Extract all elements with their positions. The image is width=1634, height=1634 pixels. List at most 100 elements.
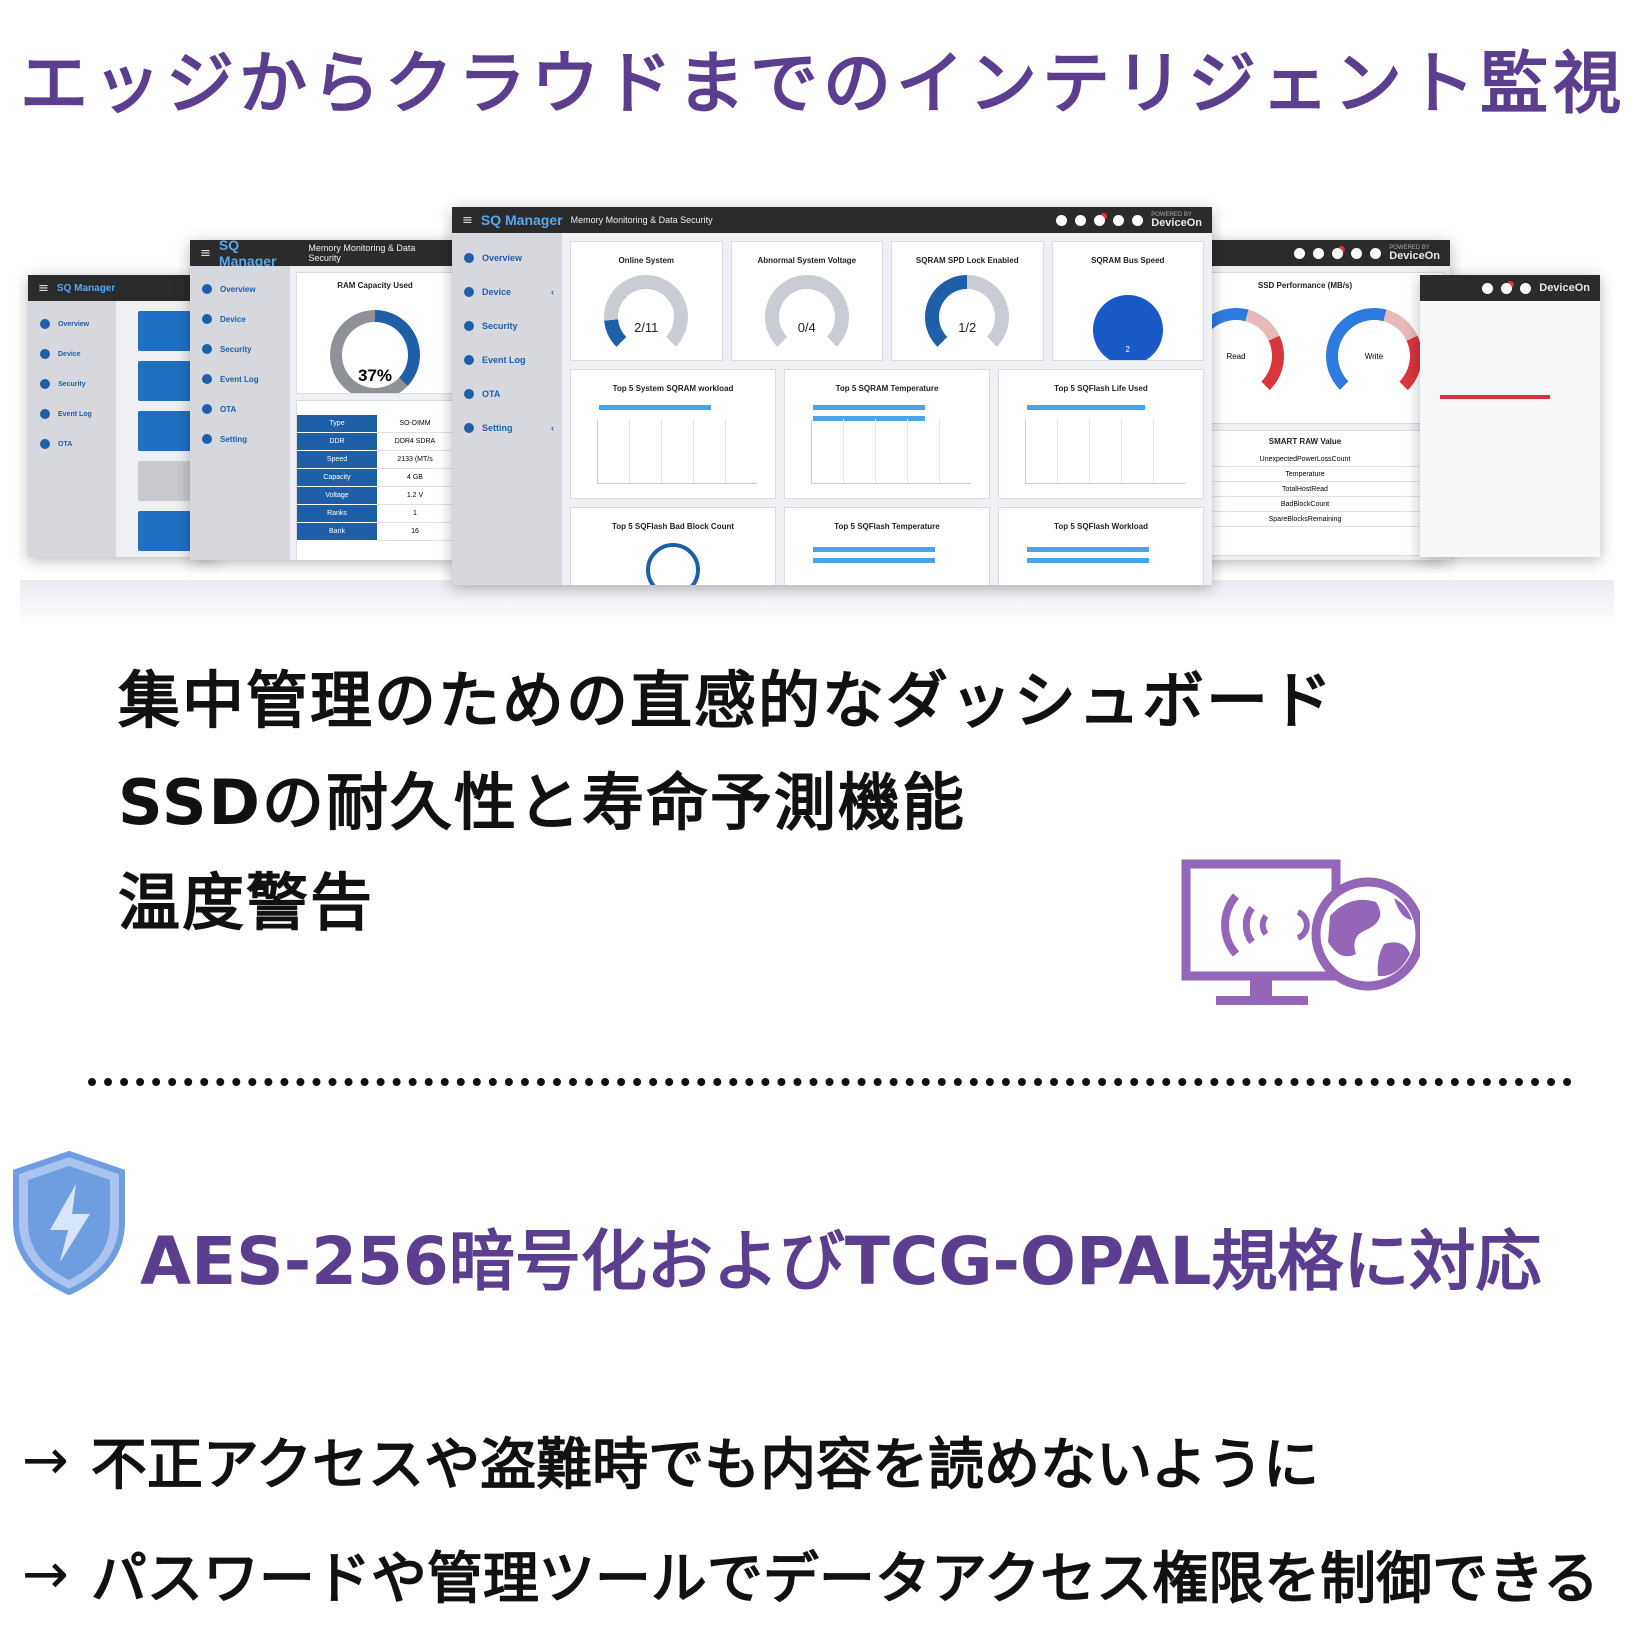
chart-card[interactable]: Top 5 SQFlash Workload — [998, 507, 1204, 585]
deviceon-logo: DeviceOn — [1539, 282, 1590, 294]
online-gauge — [604, 275, 689, 359]
nav-overview[interactable]: Overview — [28, 309, 116, 339]
chart-card[interactable]: Top 5 SQFlash Temperature — [784, 507, 990, 585]
nav-event-log[interactable]: Event Log — [28, 399, 116, 429]
screen-far-right: DeviceOn — [1420, 275, 1600, 557]
monitor-icon[interactable] — [1075, 214, 1087, 226]
nav-label: Security — [482, 321, 518, 331]
smart-row: SpareBlocksRemaining — [1167, 512, 1443, 527]
monitor-icon[interactable] — [1482, 282, 1494, 294]
refresh-icon — [202, 404, 212, 414]
nav-ota[interactable]: OTA — [190, 394, 290, 424]
monitor-icon[interactable] — [1313, 247, 1325, 259]
smart-row: UnexpectedPowerLossCount — [1167, 452, 1443, 467]
write-speedometer — [1326, 308, 1422, 404]
remote-monitor-globe-icon — [1181, 859, 1420, 1005]
globe-icon[interactable] — [1113, 214, 1125, 226]
spec-value: 16 — [377, 523, 453, 541]
nav-ota[interactable]: OTA — [28, 429, 116, 459]
spec-value: 2133 (MT/s — [377, 451, 453, 469]
screen-topbar: ≡ SQ Manager Memory Monitoring & Data Se… — [190, 240, 460, 269]
nav-label: Event Log — [58, 410, 92, 418]
abnormal-voltage-card[interactable]: Abnormal System Voltage 0/4 — [730, 241, 883, 361]
shield-icon — [464, 321, 474, 331]
spec-value: DDR4 SDRA — [377, 433, 453, 451]
chevron-left-icon: ‹ — [551, 287, 554, 297]
smart-attribute: SpareBlocksRemaining — [1167, 512, 1443, 527]
nav-security[interactable]: Security — [28, 369, 116, 399]
card-title: SQRAM Bus Speed — [1091, 256, 1165, 265]
chart-title: Top 5 SQFlash Life Used — [1054, 384, 1148, 393]
nav-overview[interactable]: Overview — [452, 241, 562, 275]
bus-speed-card[interactable]: SQRAM Bus Speed 2 — [1051, 241, 1204, 361]
screen-topbar: ≡ SQ Manager — [28, 275, 218, 301]
chart-bar — [813, 416, 926, 421]
chart-card[interactable]: Top 5 System SQRAM workload — [570, 369, 776, 499]
nav-security[interactable]: Security — [452, 309, 562, 343]
overview-icon — [464, 253, 474, 263]
bell-icon[interactable] — [1332, 247, 1344, 259]
nav-security[interactable]: Security — [190, 334, 290, 364]
nav-device[interactable]: Device — [190, 304, 290, 334]
audio-tile[interactable] — [138, 411, 196, 451]
screen-topbar: DeviceOn — [1420, 275, 1600, 301]
dotted-divider — [88, 1078, 1572, 1086]
write-label: Write — [1364, 352, 1384, 361]
globe-icon[interactable] — [1351, 247, 1363, 259]
shield-icon — [202, 344, 212, 354]
chart-bar — [1027, 405, 1146, 410]
screen-center: ≡ SQ Manager Memory Monitoring & Data Se… — [452, 207, 1212, 585]
nav-event-log[interactable]: Event Log — [452, 343, 562, 377]
brand-logo: SQ Manager — [56, 282, 116, 294]
nav-label: Device — [58, 350, 81, 358]
nav-label: Event Log — [482, 355, 526, 365]
spd-lock-card[interactable]: SQRAM SPD Lock Enabled 1/2 — [891, 241, 1044, 361]
nav-overview[interactable]: Overview — [190, 274, 290, 304]
online-system-card[interactable]: Online System 2/11 — [570, 241, 723, 361]
spec-value: 4 GB — [377, 469, 453, 487]
dashboard-icon[interactable] — [1056, 214, 1068, 226]
calendar-icon — [202, 374, 212, 384]
chart-card[interactable]: Top 5 SQRAM Temperature — [784, 369, 990, 499]
card-title: Abnormal System Voltage — [757, 256, 857, 265]
nav-label: Setting — [482, 423, 513, 433]
dashboard-icon[interactable] — [1294, 247, 1306, 259]
camera-tile[interactable] — [138, 311, 196, 351]
ram-ring: 37% — [330, 310, 420, 393]
nav-event-log[interactable]: Event Log — [190, 364, 290, 394]
feature-ssd-lifetime: SSDの耐久性と寿命予測機能 — [118, 766, 966, 839]
screen-far-left: ≡ SQ Manager Overview Device Security Ev… — [28, 275, 218, 557]
tile-column — [116, 301, 218, 557]
calendar-icon — [40, 409, 50, 419]
spd-gauge — [925, 275, 1010, 359]
nav-device[interactable]: Device‹ — [452, 275, 562, 309]
user-icon[interactable] — [1520, 282, 1532, 294]
arrow-right-icon: → — [22, 1428, 69, 1493]
nav-label: OTA — [58, 440, 73, 448]
menu-icon: ≡ — [200, 245, 211, 261]
ram-percent: 37% — [357, 366, 393, 385]
brand-subtitle: Memory Monitoring & Data Security — [570, 215, 713, 225]
brand-subtitle: Memory Monitoring & Data Security — [308, 243, 416, 263]
powered-by-label: POWERED BY — [1151, 211, 1192, 218]
menu-icon[interactable]: ≡ — [462, 212, 473, 228]
nav-ota[interactable]: OTA — [452, 377, 562, 411]
nav-setting[interactable]: Setting — [190, 424, 290, 454]
keyboard-tile[interactable] — [138, 461, 196, 501]
nav-device[interactable]: Device — [28, 339, 116, 369]
user-icon[interactable] — [1370, 247, 1382, 259]
overview-icon — [40, 319, 50, 329]
chart-card[interactable]: Top 5 SQFlash Bad Block Count — [570, 507, 776, 585]
touch-tile[interactable] — [138, 511, 196, 551]
nav-setting[interactable]: Setting‹ — [452, 411, 562, 445]
write-gauge: Write — [1319, 290, 1429, 404]
bell-icon[interactable] — [1501, 282, 1513, 294]
user-icon[interactable] — [1132, 214, 1144, 226]
threshold-slider[interactable] — [1440, 395, 1550, 399]
bell-icon[interactable] — [1094, 214, 1106, 226]
chart-card[interactable]: Top 5 SQFlash Life Used — [998, 369, 1204, 499]
storage-tile[interactable] — [138, 361, 196, 401]
device-icon — [40, 349, 50, 359]
